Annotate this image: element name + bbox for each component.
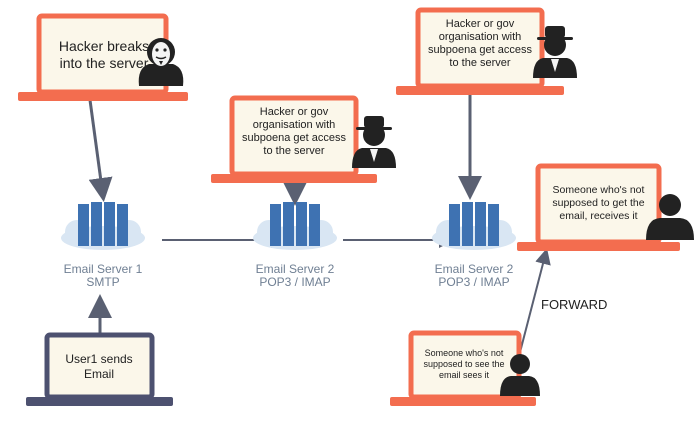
server2-name: Email Server 2 bbox=[255, 262, 335, 276]
gov-middle-text: Hacker or gov organisation with subpoena… bbox=[242, 106, 346, 157]
server-2 bbox=[253, 202, 337, 250]
laptop-sees bbox=[390, 330, 536, 406]
hacker-breaks-text: Hacker breaks into the server bbox=[58, 38, 150, 71]
anonymous-mask-icon bbox=[138, 38, 184, 86]
server1-protocol: SMTP bbox=[86, 275, 120, 289]
server3-name: Email Server 2 bbox=[434, 262, 514, 276]
laptop-hacker-breaks bbox=[18, 13, 188, 101]
gov-right-text: Hacker or gov organisation with subpoena… bbox=[428, 18, 532, 69]
arrow-hacker-to-server1 bbox=[88, 99, 113, 202]
server1-name: Email Server 1 bbox=[63, 262, 143, 276]
person-silhouette-icon bbox=[646, 194, 694, 240]
forward-label: FORWARD bbox=[541, 297, 608, 312]
laptop-user1 bbox=[26, 332, 173, 406]
arrow-forward bbox=[517, 248, 551, 361]
sees-text: Someone who's not supposed to see the em… bbox=[423, 348, 505, 380]
laptop-gov-right bbox=[396, 7, 564, 95]
server2-protocol: POP3 / IMAP bbox=[259, 275, 331, 289]
server3-protocol: POP3 / IMAP bbox=[438, 275, 510, 289]
laptop-gov-middle bbox=[211, 95, 377, 183]
server-3 bbox=[432, 202, 516, 250]
spy-hat-icon bbox=[533, 26, 577, 78]
spy-hat-icon bbox=[352, 116, 396, 168]
receiver-text: Someone who's not supposed to get the em… bbox=[552, 184, 645, 222]
person-silhouette-icon bbox=[500, 354, 540, 396]
laptop-receiver bbox=[517, 163, 680, 251]
user1-text: User1 sends Email bbox=[65, 352, 133, 381]
server-1 bbox=[61, 202, 145, 250]
